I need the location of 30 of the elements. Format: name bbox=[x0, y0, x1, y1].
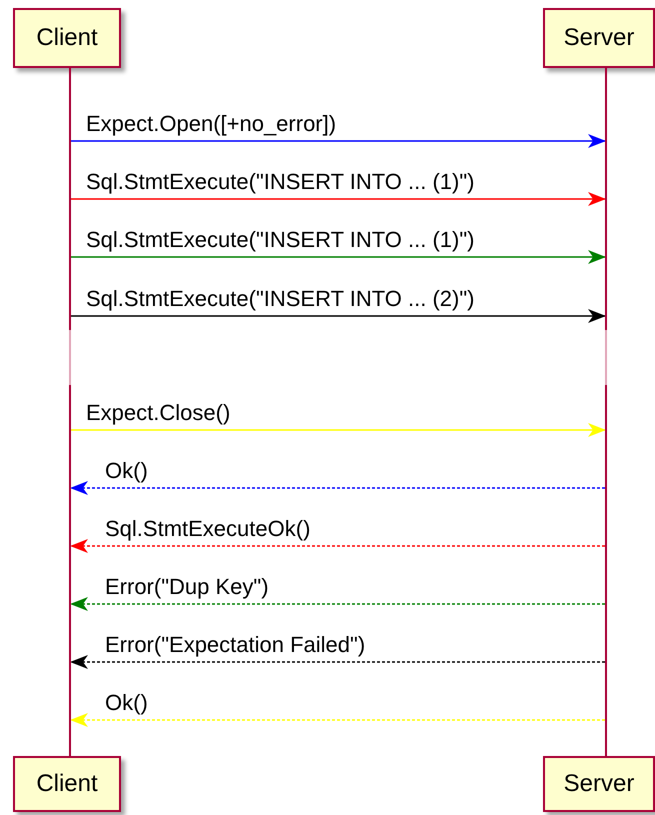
participant-name: Server bbox=[564, 770, 634, 798]
message-label: Sql.StmtExecute("INSERT INTO ... (1)") bbox=[86, 171, 474, 193]
participant-box bbox=[13, 8, 121, 68]
message-arrow bbox=[71, 192, 606, 206]
message-arrow bbox=[70, 713, 605, 727]
message-arrow bbox=[70, 597, 605, 611]
participant-name: Client bbox=[36, 770, 98, 798]
message-label: Sql.StmtExecute("INSERT INTO ... (1)") bbox=[86, 229, 474, 251]
message-arrow bbox=[70, 655, 605, 669]
message-arrow bbox=[70, 481, 605, 495]
message-label: Sql.StmtExecute("INSERT INTO ... (2)") bbox=[86, 288, 474, 310]
message-arrow bbox=[71, 309, 606, 323]
message-label: Expect.Open([+no_error]) bbox=[86, 113, 336, 135]
message-arrow bbox=[71, 250, 606, 264]
participant-name: Server bbox=[564, 24, 634, 52]
message-label: Ok() bbox=[105, 692, 148, 714]
message-label: Sql.StmtExecuteOk() bbox=[105, 518, 310, 540]
message-arrow bbox=[71, 423, 606, 437]
participant-box bbox=[543, 8, 655, 68]
participant-name: Client bbox=[36, 24, 98, 52]
lifeline bbox=[69, 68, 71, 756]
message-arrow bbox=[71, 134, 606, 148]
message-label: Ok() bbox=[105, 460, 148, 482]
message-arrow bbox=[70, 539, 605, 553]
message-label: Expect.Close() bbox=[86, 402, 230, 424]
message-label: Error("Expectation Failed") bbox=[105, 634, 366, 656]
message-label: Error("Dup Key") bbox=[105, 576, 269, 598]
participant-box bbox=[543, 756, 655, 812]
participant-box bbox=[13, 756, 121, 812]
lifeline bbox=[605, 68, 607, 756]
